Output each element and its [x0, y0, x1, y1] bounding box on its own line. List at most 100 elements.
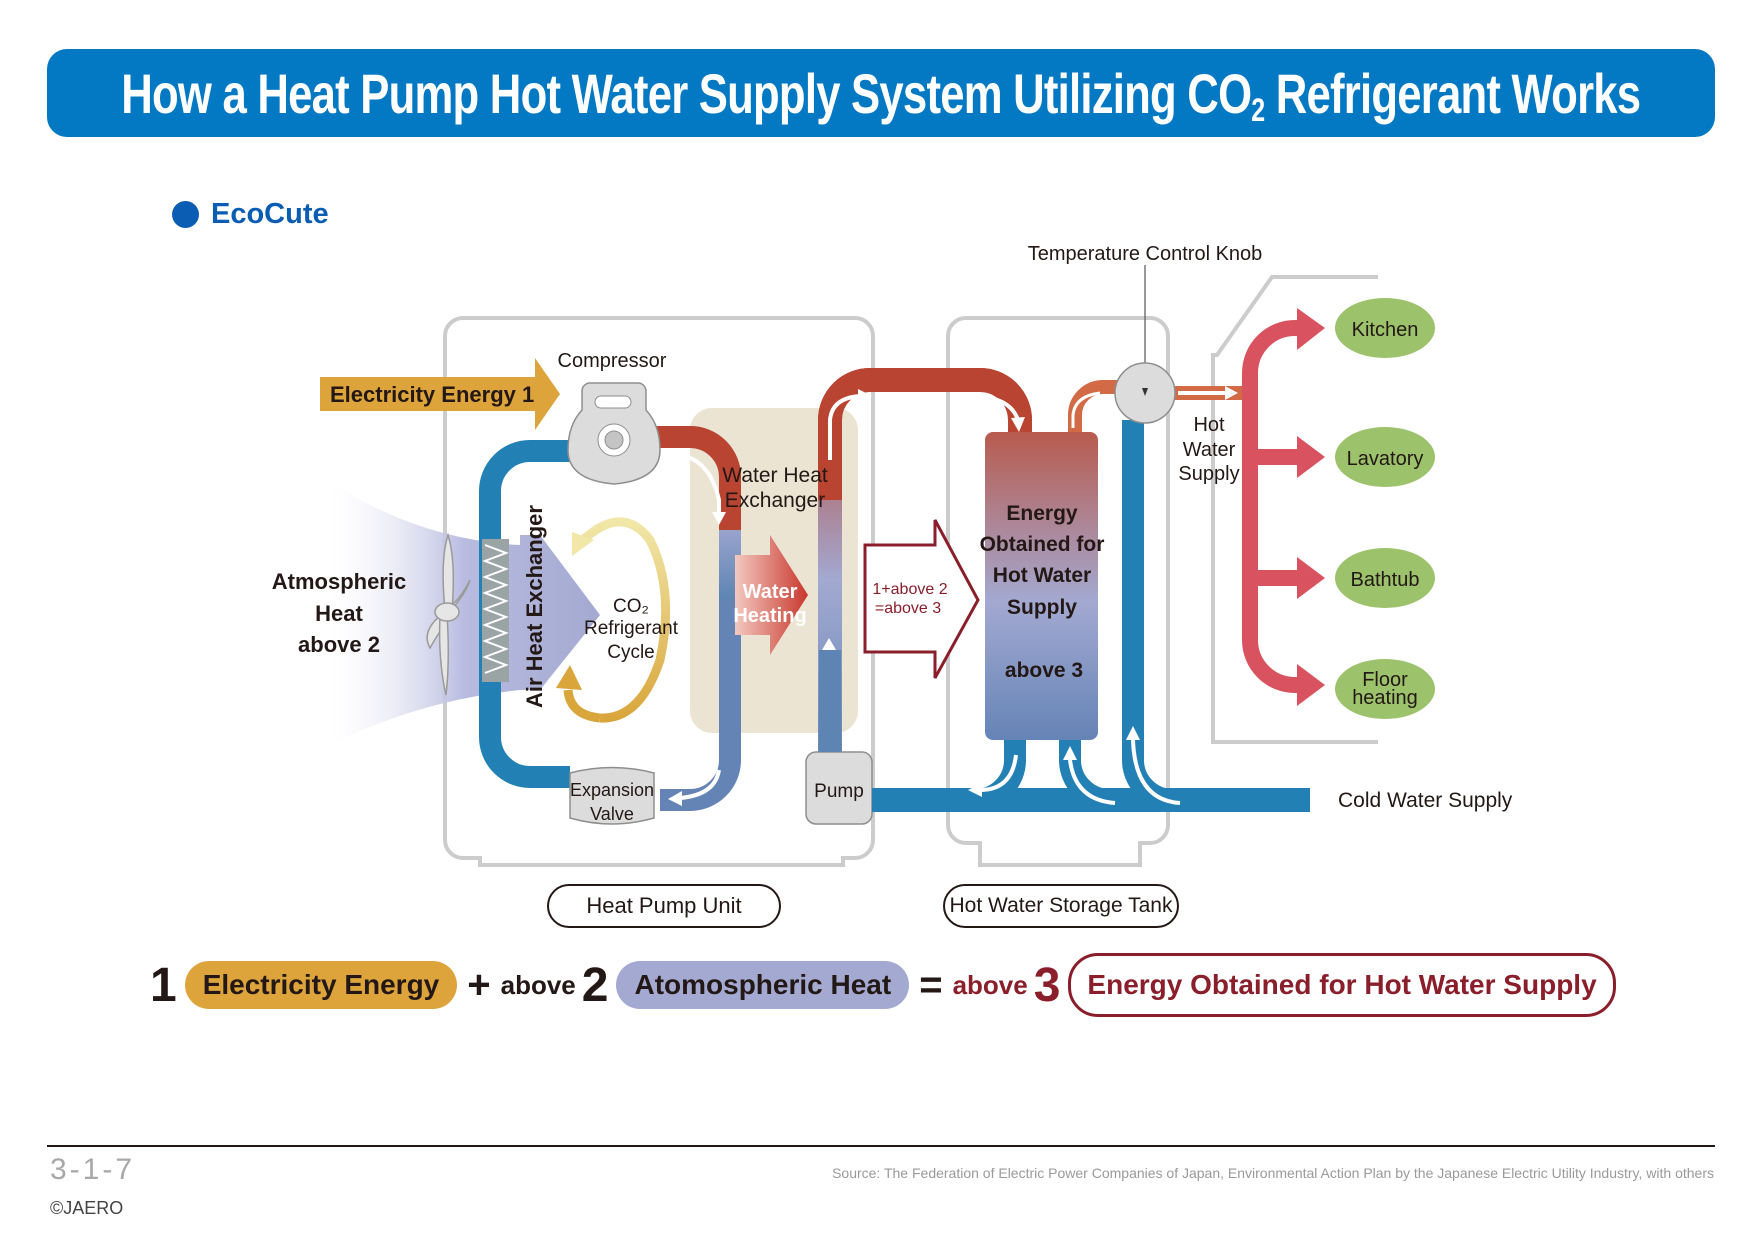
refrigerant-return-pipe [660, 560, 741, 811]
tank-label-1: Energy [1006, 502, 1078, 525]
knob-pointer-icon [1142, 388, 1148, 396]
heat-pump-unit-tag: Heat Pump Unit [547, 884, 781, 928]
outlet-kitchen [1335, 298, 1435, 358]
supply-arrow-icon [1297, 436, 1325, 478]
equation-number-3: 3 [1033, 958, 1061, 1012]
storage-tank-tag: Hot Water Storage Tank [943, 884, 1179, 928]
atmospheric-heat-label-1: Atmospheric [272, 569, 406, 594]
hot-water-pipe [818, 368, 1032, 500]
tank-label-3: Hot Water [993, 564, 1091, 587]
sum-label-2: =above 3 [875, 600, 941, 617]
tank-value: above 3 [1005, 659, 1083, 682]
sum-label-1: 1+above 2 [872, 581, 947, 598]
tank-label-2: Obtained for [980, 533, 1105, 556]
fan-icon [426, 532, 471, 696]
tank-label-4: Supply [1007, 596, 1077, 619]
equation-above-3: above [952, 969, 1028, 1000]
outlet-floor-heating-label-2: heating [1352, 687, 1418, 709]
outlet-lavatory-label: Lavatory [1347, 448, 1424, 470]
compressor-label: Compressor [558, 350, 667, 372]
water-heating-label-1: Water [743, 581, 798, 603]
equation-term-electricity: Electricity Energy [184, 961, 458, 1009]
copyright: ©JAERO [50, 1198, 124, 1218]
supply-arrow-icon [1297, 557, 1325, 599]
supply-arrow-icon [1297, 308, 1325, 350]
outlet-kitchen-label: Kitchen [1352, 319, 1419, 341]
flow-arrow-head-icon [668, 791, 682, 806]
outlet-bathtub [1335, 548, 1435, 608]
refrigerant-cycle-label-2: Refrigerant [584, 618, 679, 639]
flow-arrow-head-icon [1063, 746, 1077, 760]
flow-arrow-icon [1068, 759, 1116, 805]
equation-term-result: Energy Obtained for Hot Water Supply [1068, 953, 1616, 1017]
equation-equals: = [919, 962, 943, 1007]
sum-arrow [863, 519, 980, 679]
flow-arrow-icon [679, 453, 721, 515]
compressor-icon [567, 382, 661, 485]
flow-arrow-head-icon [1011, 417, 1025, 432]
electricity-arrow-label: Electricity Energy 1 [330, 382, 534, 407]
atmospheric-air-flow [330, 482, 600, 745]
water-heat-exchanger-label-1: Water Heat [722, 464, 828, 487]
water-heat-exchanger-label-2: Exchanger [725, 489, 825, 512]
bullet-dot-icon [172, 201, 199, 228]
flow-arrow-head-icon [712, 512, 726, 525]
heat-pump-unit-housing [443, 316, 875, 867]
flow-arrow-icon [969, 394, 1020, 421]
flow-arrow-head-icon [1126, 726, 1140, 740]
flow-arrow-head-icon [822, 638, 836, 650]
hot-water-supply-label-3: Supply [1178, 463, 1239, 485]
expansion-valve-label-2: Valve [590, 804, 634, 824]
tank-to-knob-pipe [1068, 380, 1125, 432]
outlet-bathtub-label: Bathtub [1351, 569, 1420, 591]
atmospheric-heat-label-2: Heat [315, 601, 363, 626]
flow-arrow-icon [1071, 391, 1101, 428]
hot-supply-branch-pipe [1242, 320, 1300, 693]
page-title: How a Heat Pump Hot Water Supply System … [121, 61, 1641, 128]
flow-arrow-head-icon [968, 783, 982, 797]
cold-water-supply-label: Cold Water Supply [1338, 789, 1513, 812]
hot-water-tank [985, 432, 1098, 740]
refrigerant-hot-pipe-top [650, 426, 741, 530]
flow-arrow-head-icon [858, 389, 872, 403]
flow-arrow-head-icon [1225, 386, 1238, 400]
outlet-floor-heating [1335, 659, 1435, 719]
footer-divider [47, 1145, 1715, 1147]
flow-arrow-icon [828, 394, 861, 460]
outlet-lavatory [1335, 427, 1435, 487]
water-heating-arrow [735, 535, 808, 655]
hot-supply-branch-pipe [1250, 449, 1300, 586]
title-banner: How a Heat Pump Hot Water Supply System … [47, 49, 1715, 137]
flow-arrow-icon [1131, 739, 1181, 805]
equation-above-2: above [500, 969, 576, 1000]
storage-tank-housing [946, 316, 1170, 867]
refrigerant-cycle-label-1: CO₂ [613, 596, 649, 617]
supply-arrow-icon [1297, 664, 1325, 706]
refrigerant-cycle-icon [556, 517, 671, 723]
source-citation: Source: The Federation of Electric Power… [832, 1165, 1714, 1181]
equation-number-1: 1 [150, 958, 177, 1012]
hot-water-supply-label-2: Water [1183, 439, 1236, 461]
hot-water-supply-label-1: Hot [1193, 414, 1225, 436]
equation-plus: + [467, 962, 491, 1007]
house-outline [1211, 275, 1378, 744]
equation-term-atmospheric: Atomospheric Heat [616, 961, 910, 1009]
pump-label: Pump [814, 781, 864, 802]
expansion-valve-label-1: Expansion [570, 780, 654, 800]
refrigerant-cycle-label-3: Cycle [607, 642, 655, 663]
atmospheric-heat-label-3: above 2 [298, 632, 380, 657]
temperature-knob-label: Temperature Control Knob [1028, 243, 1263, 265]
air-heat-exchanger-label: Air Heat Exchanger [522, 505, 547, 708]
page-number: 3-1-7 [50, 1153, 136, 1186]
expansion-valve-icon [569, 766, 655, 825]
flow-arrow-icon [979, 754, 1018, 792]
water-heating-label-2: Heating [733, 605, 806, 627]
electricity-energy-arrow [320, 358, 560, 430]
air-heat-exchanger-coil [482, 539, 509, 682]
outlet-floor-heating-label-1: Floor [1362, 669, 1408, 691]
section-label: EcoCute [211, 198, 329, 230]
energy-equation: 1 Electricity Energy + above 2 Atomosphe… [150, 950, 1616, 1020]
section-heading: EcoCute [172, 198, 329, 231]
flow-arrow-icon [679, 769, 721, 800]
